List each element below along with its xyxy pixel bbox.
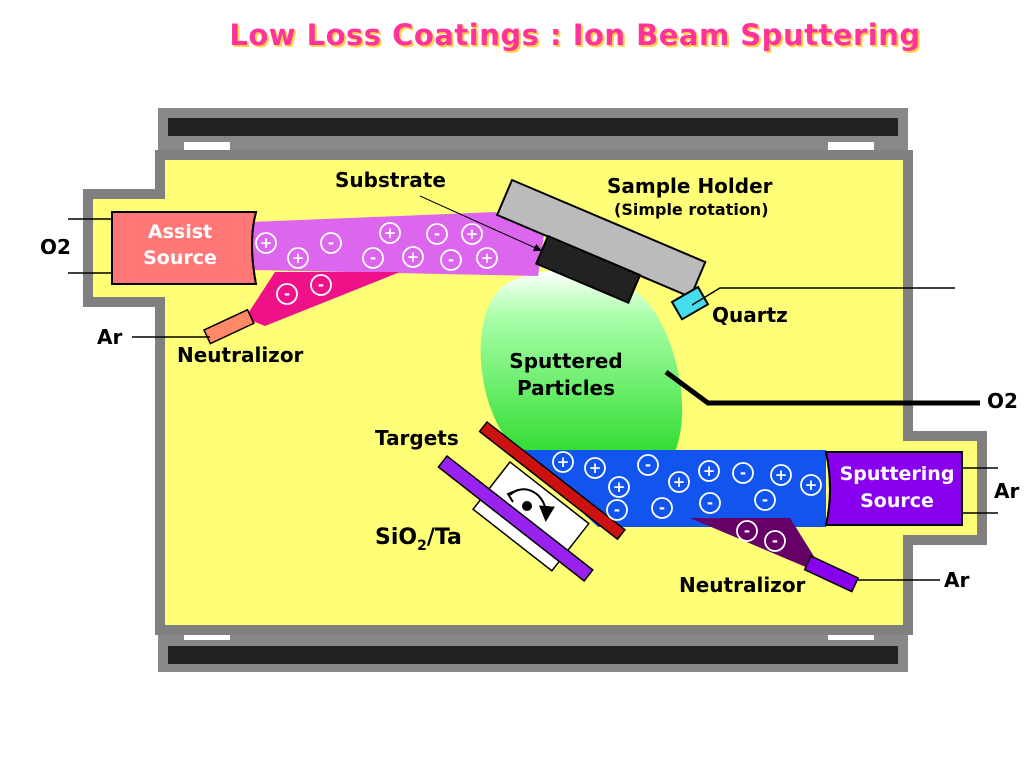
negative-ion-symbol: - <box>448 251 454 269</box>
ion-circle <box>287 247 309 269</box>
positive-ion-symbol: + <box>613 478 626 496</box>
negative-ion-symbol: - <box>707 494 713 512</box>
ion-circle <box>637 454 659 476</box>
ion-circle <box>608 476 630 498</box>
positive-ion-symbol: + <box>466 225 479 243</box>
ion-circle <box>402 246 424 268</box>
assist-source-label-2: Source <box>143 247 217 269</box>
sample-holder-label: Sample Holder <box>607 174 773 198</box>
positive-ion-symbol: + <box>292 249 305 267</box>
ion-circle <box>698 460 720 482</box>
positive-ion-symbol: + <box>673 473 686 491</box>
target-purple <box>437 454 594 582</box>
page-title: Low Loss Coatings : Ion Beam Sputtering <box>229 18 921 52</box>
negative-ion-symbol: - <box>772 532 778 550</box>
positive-ion-symbol: + <box>703 462 716 480</box>
ion-circle <box>310 274 332 296</box>
ion-circle <box>668 471 690 493</box>
ion-circle <box>276 283 298 305</box>
substrate-label: Substrate <box>335 168 446 192</box>
positive-ion-symbol: + <box>589 459 602 477</box>
ion-circle <box>770 464 792 486</box>
ion-circle <box>651 497 673 519</box>
rotation-icon <box>506 488 555 522</box>
target-material-label: SiO2/Ta <box>375 525 462 554</box>
negative-ion-symbol: - <box>645 456 651 474</box>
negative-ion-symbol: - <box>744 522 750 540</box>
sputtered-plume <box>480 270 683 452</box>
negative-ion-symbol: - <box>328 234 334 252</box>
sputtered-label-1: Sputtered <box>509 349 622 373</box>
negative-ion-symbol: - <box>762 491 768 509</box>
ar-left-label: Ar <box>97 325 122 349</box>
ion-circle <box>379 222 401 244</box>
negative-ion-symbol: - <box>318 276 324 294</box>
sample-holder-note: (Simple rotation) <box>614 200 769 219</box>
negative-ion-symbol: - <box>740 464 746 482</box>
ion-circle <box>320 232 342 254</box>
quartz-label: Quartz <box>712 303 788 327</box>
targets-label: Targets <box>375 426 459 450</box>
ion-circle <box>476 247 498 269</box>
positive-ion-symbol: + <box>557 453 570 471</box>
assist-source-label-1: Assist <box>148 221 212 243</box>
positive-ion-symbol: + <box>384 224 397 242</box>
bottom-neutralizer <box>803 555 860 593</box>
negative-ion-symbol: - <box>370 249 376 267</box>
negative-ion-symbol: - <box>614 501 620 519</box>
assist-source <box>111 211 258 285</box>
sputtering-source-label-2: Source <box>860 490 934 512</box>
sputtered-label-2: Particles <box>517 376 615 400</box>
neutralizor-bottom-label: Neutralizor <box>679 573 806 597</box>
ion-circle <box>461 223 483 245</box>
ion-circle <box>552 451 574 473</box>
ion-circle <box>584 457 606 479</box>
ion-circle <box>606 499 628 521</box>
ion-circle <box>736 520 758 542</box>
ion-circle <box>754 489 776 511</box>
o2-left-label: O2 <box>40 235 71 259</box>
ar-right-bottom-label: Ar <box>944 568 969 592</box>
sputtering-source-label-1: Sputtering <box>840 463 955 485</box>
substrate <box>534 234 642 304</box>
assist-ion-beam <box>252 212 545 276</box>
top-neutralizer-beam <box>245 272 400 326</box>
top-flange <box>158 108 908 154</box>
ion-symbols: ++--++--++--+++---++---++-- <box>255 222 822 552</box>
positive-ion-symbol: + <box>407 248 420 266</box>
positive-ion-symbol: + <box>260 234 273 252</box>
negative-ion-symbol: - <box>659 499 665 517</box>
ion-circle <box>440 249 462 271</box>
positive-ion-symbol: + <box>481 249 494 267</box>
positive-ion-symbol: + <box>775 466 788 484</box>
target-red <box>478 420 626 541</box>
ion-circle <box>699 492 721 514</box>
quartz-line <box>691 287 955 306</box>
negative-ion-symbol: - <box>284 285 290 303</box>
o2-inlet-right <box>664 369 980 406</box>
ion-circle <box>764 530 786 552</box>
bottom-flange <box>158 628 908 672</box>
bottom-neutralizer-beam <box>690 518 820 568</box>
substrate-pointer <box>419 195 542 252</box>
ion-circle <box>362 247 384 269</box>
negative-ion-symbol: - <box>434 225 440 243</box>
sputtering-source <box>824 451 963 526</box>
quartz-monitor <box>670 285 710 321</box>
ar-right-top-label: Ar <box>994 479 1019 503</box>
neutralizor-top-label: Neutralizor <box>177 343 304 367</box>
ion-circle <box>732 462 754 484</box>
o2-right-label: O2 <box>987 389 1018 413</box>
positive-ion-symbol: + <box>805 476 818 494</box>
ion-circle <box>800 474 822 496</box>
ion-circle <box>255 232 277 254</box>
ion-circle <box>426 223 448 245</box>
